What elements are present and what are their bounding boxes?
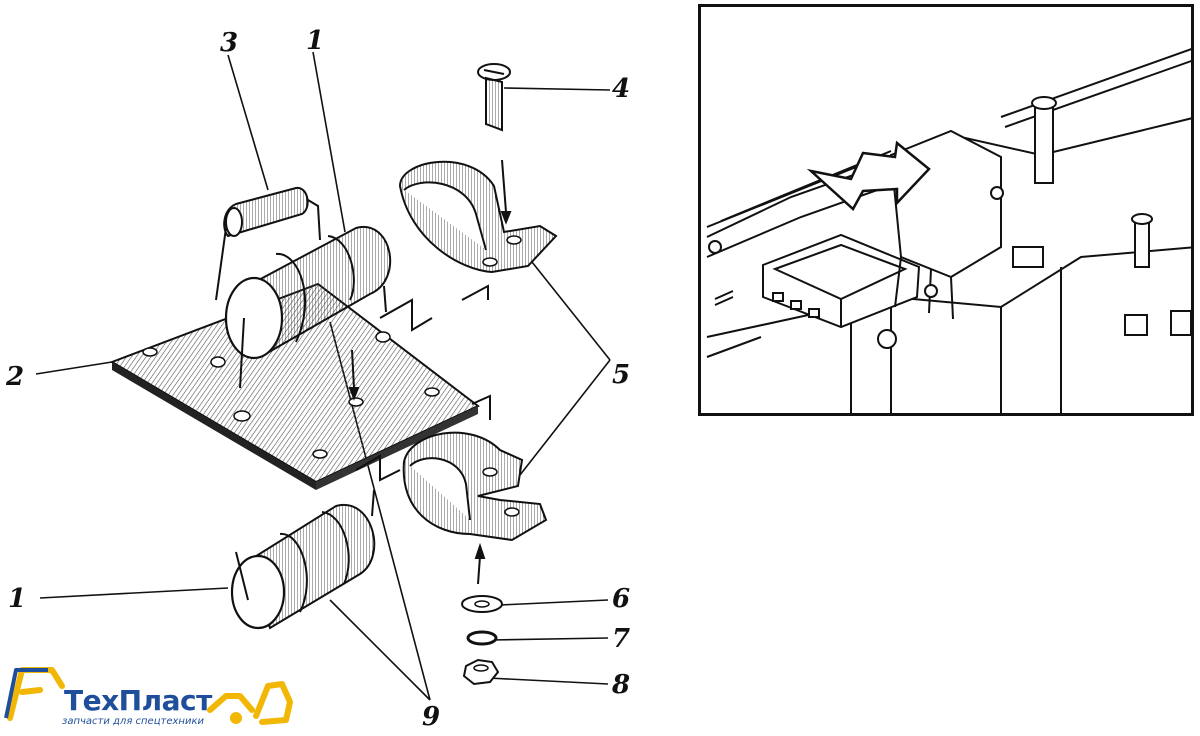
base-plate (109, 282, 480, 490)
resistor (215, 186, 321, 301)
callout-7: 7 (612, 624, 631, 654)
clamp-lower (402, 431, 548, 542)
location-arrow (806, 140, 931, 211)
brand-logo-graphic (4, 667, 293, 725)
fasteners (461, 595, 503, 686)
brand-tagline: запчасти для спецтехники (62, 716, 204, 727)
brand-name: ТехПласт (64, 684, 212, 717)
callout-6: 6 (612, 584, 631, 614)
screw (477, 63, 511, 132)
machine-sketch (706, 48, 1191, 413)
clamp-upper (398, 160, 558, 274)
callout-1-top: 1 (306, 26, 325, 56)
callout-1-bottom: 1 (8, 584, 27, 614)
capacitor-upper (224, 225, 392, 389)
callout-8: 8 (612, 670, 631, 700)
assembly-guides (348, 159, 512, 585)
callout-3: 3 (220, 28, 239, 58)
callout-5: 5 (612, 360, 631, 390)
capacitor-lower (230, 503, 376, 630)
callout-4: 4 (612, 74, 631, 104)
callout-9: 9 (422, 702, 441, 732)
callout-2: 2 (6, 362, 25, 392)
location-inset (698, 4, 1194, 416)
